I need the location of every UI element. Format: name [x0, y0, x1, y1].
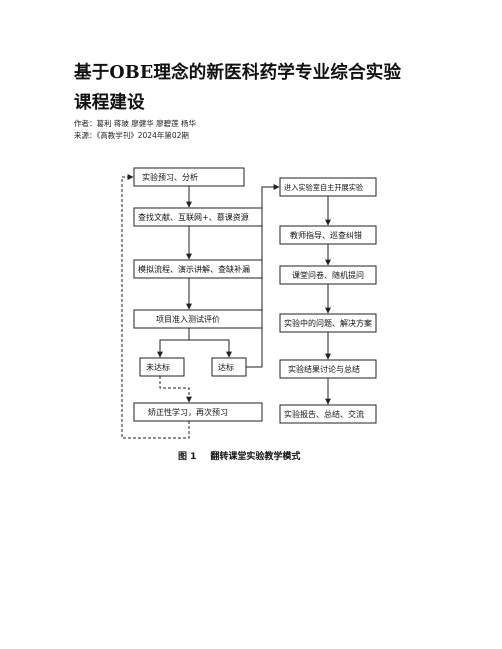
step-entry-test-box: 项目准入测试评价 [133, 309, 263, 329]
figure-number: 图 1 [178, 452, 197, 462]
step-problems-box: 实验中的问题、解决方案 [279, 313, 377, 333]
figure-caption-text: 翻转课堂实验教学模式 [210, 452, 301, 462]
step-discussion-box: 实验结果讨论与总结 [279, 359, 377, 379]
step-guidance-label: 教师指导、巡查纠错 [290, 230, 362, 240]
arrow-fail-to-retry [159, 376, 192, 403]
authors-line: 作者：葛利 蒋玻 廖健华 廖碧莲 杨华 [74, 119, 196, 129]
title-line-1: 基于OBE理念的新医科药学专业综合实验 [74, 63, 402, 83]
arrow-retry-loop [121, 174, 190, 439]
step-lab-box: 进入实验室自主开展实验 [279, 177, 377, 197]
step-lab-label: 进入实验室自主开展实验 [284, 183, 363, 192]
step-entry-test-label: 项目准入测试评价 [156, 314, 220, 324]
title-line-2: 课程建设 [74, 93, 145, 113]
arrow-pass-to-lab [246, 184, 280, 368]
source-label: 来源： [74, 131, 97, 140]
article-title: 基于OBE理念的新医科药学专业综合实验 课程建设 [74, 58, 446, 118]
step-preview-label: 实验预习、分析 [142, 172, 198, 182]
step-report-box: 实验报告、总结、交流 [279, 404, 377, 424]
retry-label: 矫正性学习，再次预习 [148, 407, 228, 417]
step-guidance-box: 教师指导、巡查纠错 [279, 225, 377, 245]
authors-label: 作者： [74, 119, 97, 128]
flipped-classroom-flowchart: 实验预习、分析 查找文献、互联网+、慕课资源 模拟流程、演示讲解、查缺补漏 项目… [121, 167, 377, 439]
source-journal: 《高教学刊》2024年第02期 [96, 131, 189, 140]
pass-box: 达标 [211, 357, 247, 377]
retry-box: 矫正性学习，再次预习 [133, 402, 263, 422]
step-simulation-box: 模拟流程、演示讲解、查缺补漏 [133, 259, 263, 279]
source-line: 来源：《高教学刊》2024年第02期 [74, 131, 189, 141]
fail-label: 未达标 [146, 362, 170, 372]
arrow-to-fail [157, 339, 189, 358]
pass-label: 达标 [218, 362, 234, 372]
step-simulation-label: 模拟流程、演示讲解、查缺补漏 [138, 264, 250, 274]
step-literature-label: 查找文献、互联网+、慕课资源 [138, 212, 249, 222]
figure-caption: 图 1 翻转课堂实验教学模式 [178, 449, 300, 462]
authors-names: 葛利 蒋玻 廖健华 廖碧莲 杨华 [96, 119, 197, 128]
step-preview-box: 实验预习、分析 [133, 167, 245, 187]
step-report-label: 实验报告、总结、交流 [284, 409, 364, 419]
step-questionnaire-box: 课堂问卷、随机提问 [279, 265, 377, 285]
arrow-to-pass [188, 328, 232, 358]
step-problems-label: 实验中的问题、解决方案 [284, 318, 372, 328]
step-literature-box: 查找文献、互联网+、慕课资源 [133, 207, 263, 227]
fail-box: 未达标 [139, 357, 185, 377]
step-questionnaire-label: 课堂问卷、随机提问 [292, 270, 364, 280]
step-discussion-label: 实验结果讨论与总结 [288, 364, 360, 374]
